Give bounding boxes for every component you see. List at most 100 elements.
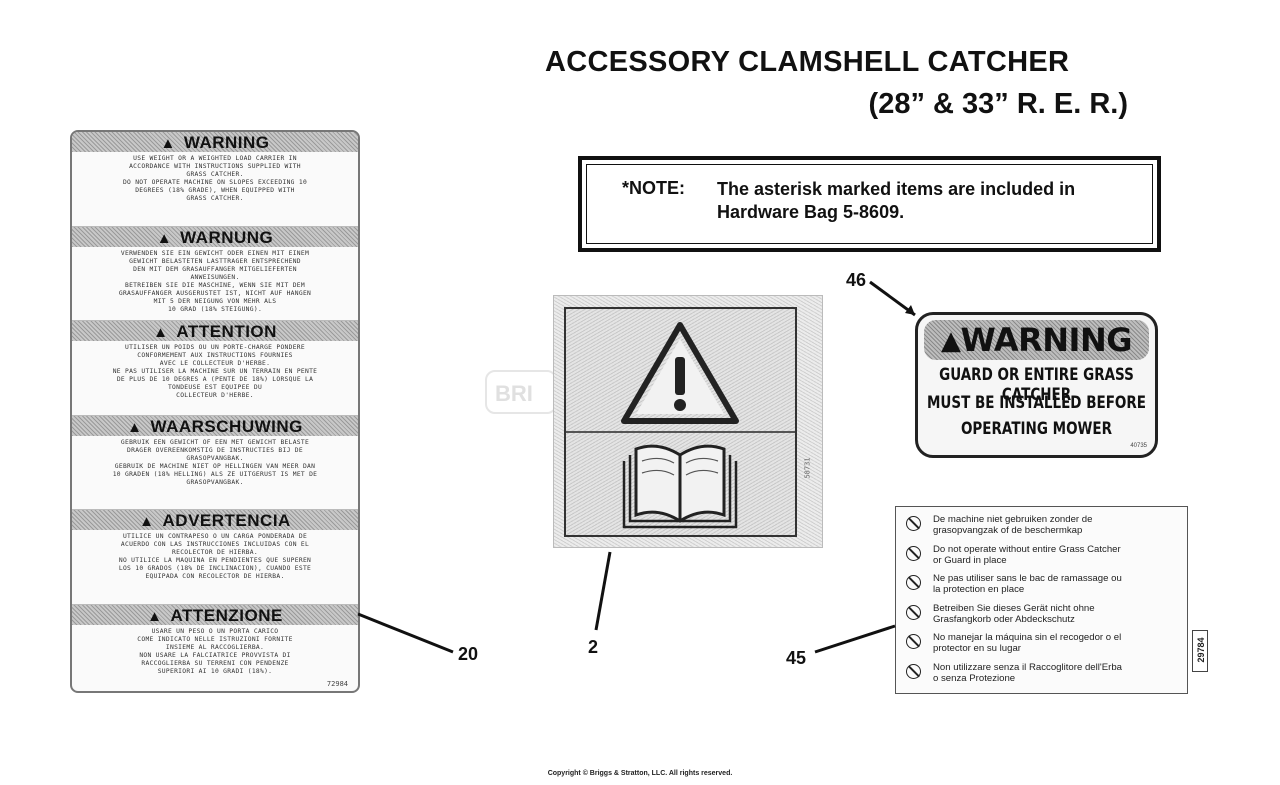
decal-20-body-line: GRASOPVANGBAK. <box>186 478 244 486</box>
decal-45-row-line1: Ne pas utiliser sans le bac de ramassage… <box>933 573 1122 584</box>
decal-2-pictogram[interactable]: 58731 <box>553 295 823 548</box>
decal-20-body-line: DEGREES (18% GRADE), WHEN EQUIPPED WITH <box>135 187 295 194</box>
decal-20-body-line: COME INDICATO NELLE ISTRUZIONI FORNITE <box>137 635 293 643</box>
decal-45-row-text: Do not operate without entire Grass Catc… <box>933 544 1183 566</box>
callout-45[interactable]: 45 <box>786 648 807 668</box>
briggs-watermark-logo: BRI <box>485 370 557 414</box>
decal-45-row-line1: Betreiben Sie dieses Gerät nicht ohne <box>933 602 1095 614</box>
decal-20-section: ▲WARNUNG VERWENDEN SIE EIN GEWICHT ODER E… <box>72 226 358 321</box>
decal-20-body-line: SUPERIORI AI 10 GRADI (18%). <box>157 667 273 675</box>
copyright-footer: Copyright © Briggs & Stratton, LLC. All … <box>547 770 733 777</box>
warning-triangle-icon: ▲ <box>139 513 155 530</box>
decal-20-body-line: UTILISER UN POIDS OU UN PORTE-CHARGE PON… <box>124 344 305 351</box>
decal-20-section-heading: ▲WARNING <box>72 132 358 152</box>
decal-20-body-line: DEN MIT DEM GRASAUFFANGER MITGELIEFERTEN <box>133 265 297 273</box>
decal-45-row-line1: Non utilizzare senza il Raccoglitore del… <box>933 661 1122 673</box>
decal-20-body-line: 10 GRAD (18% STEIGUNG). <box>167 305 263 313</box>
decal-45-row: Do not operate without entire Grass Catc… <box>906 544 1181 574</box>
leader-line-20 <box>357 612 454 654</box>
decal-20-body-line: DRAGER OVEREENKOMSTIG DE INSTRUCTIES BIJ… <box>127 446 303 454</box>
page-title: ACCESSORY CLAMSHELL CATCHER <box>545 46 1070 78</box>
decal-20-body-line: INSIEME AL RACCOGLIERBA. <box>165 643 265 651</box>
decal-46-part-id: 40735 <box>1130 443 1147 449</box>
decal-20-section-body: UTILICE UN CONTRAPESO O UN CARGA PONDERA… <box>72 530 358 581</box>
decal-20-body-line: GRASS CATCHER. <box>186 171 244 178</box>
decal-20-section-heading: ▲ ATTENTION <box>72 321 358 341</box>
leader-line-46 <box>869 280 916 317</box>
decal-20-heading-text: ATTENZIONE <box>170 605 283 625</box>
decal-45-row-line2: Grasfangkorb oder Abdeckschutz <box>933 613 1075 625</box>
decal-45-row-line2: or Guard in place <box>933 554 1007 566</box>
decal-20-section-heading: ▲ ATTENZIONE <box>72 604 358 625</box>
decal-20-section-heading: ▲WARNUNG <box>72 226 358 247</box>
decal-20-body-line: COLLECTEUR D'HERBE. <box>176 392 254 399</box>
callout-2[interactable]: 2 <box>588 637 599 657</box>
decal-20-body-line: RACCOGLIERBA SU TERRENI CON PENDENZE <box>141 659 289 667</box>
decal-20-body-line: GEBRUIK DE MACHINE NIET OP HELLINGEN VAN… <box>114 462 316 470</box>
note-label: *NOTE: <box>622 178 685 198</box>
decal-20-body-line: NE PAS UTILISER LA MACHINE SUR UN TERRAI… <box>112 368 318 375</box>
decal-45-row: No manejar la máquina sin el recogedor o… <box>906 632 1181 662</box>
read-manual-book-icon <box>622 444 738 529</box>
decal-20-heading-text: WARNING <box>183 133 270 152</box>
decal-20-body-line: NO UTILICE LA MAQUINA EN PENDIENTES QUE … <box>118 557 312 564</box>
decal-20-section-body: GEBRUIK EEN GEWICHT OF EEN MET GEWICHT B… <box>72 436 358 487</box>
decal-46-warning[interactable]: ▲WARNING GUARD OR ENTIRE GRASS CATCHER M… <box>915 312 1158 458</box>
decal-20-part-id: 72984 <box>326 680 348 688</box>
decal-20-heading-text: ADVERTENCIA <box>162 511 291 530</box>
decal-20-heading-text: WAARSCHUWING <box>150 416 303 436</box>
decal-45-row: Non utilizzare senza il Raccoglitore del… <box>906 662 1181 692</box>
decal-45-row-line2: o senza Protezione <box>933 672 1016 684</box>
decal-20-body-line: GEBRUIK EEN GEWICHT OF EEN MET GEWICHT B… <box>120 438 310 446</box>
decal-20-body-line: NON USARE LA FALCIATRICE PROVVISTA DI <box>139 651 291 659</box>
decal-20-body-line: DE PLUS DE 10 DEGRES A (PENTE DE 18%) LO… <box>116 376 314 383</box>
decal-20-body-line: GEWICHT BELASTETEN LASTTRAGER ENTSPRECHE… <box>129 257 301 265</box>
decal-20-body-line: TONDEUSE EST EQUIPEE DU <box>167 384 263 391</box>
decal-20-body-line: VERWENDEN SIE EIN GEWICHT ODER EINEN MIT… <box>120 249 310 257</box>
callout-46[interactable]: 46 <box>846 270 867 290</box>
warning-triangle-icon: ▲ <box>127 418 143 436</box>
prohibited-icon <box>906 634 921 649</box>
decal-20-body-line: RECOLECTOR DE HIERBA. <box>172 549 258 556</box>
decal-45-row-line2: protector en su lugar <box>933 643 1021 654</box>
decal-45-row-text: Non utilizzare senza il Raccoglitore del… <box>933 662 1183 684</box>
decal-45-part-id-tag: 29784 <box>1192 630 1208 672</box>
decal-45-row: Ne pas utiliser sans le bac de ramassage… <box>906 573 1181 603</box>
decal-20-body-line: 10 GRADEN (18% HELLING) ALS ZE UITGERUST… <box>112 470 318 478</box>
decal-46-line-2: MUST BE INSTALLED BEFORE <box>926 393 1147 413</box>
page-subtitle: (28” & 33” R. E. R.) <box>868 88 1128 120</box>
decal-45-row-line2: grasopvangzak of de beschermkap <box>933 525 1083 536</box>
decal-20-body-line: ANWEISUNGEN. <box>190 273 240 281</box>
decal-45-row-line1: No manejar la máquina sin el recogedor o… <box>933 632 1122 643</box>
decal-20-body-line: BETREIBEN SIE DIE MASCHINE, WENN SIE MIT… <box>124 281 305 289</box>
decal-20-body-line: CONFORMEMENT AUX INSTRUCTIONS FOURNIES <box>137 352 293 359</box>
decal-20-section: ▲ WAARSCHUWING GEBRUIK EEN GEWICHT OF EEN … <box>72 415 358 510</box>
decal-20-body-line: GRASS CATCHER. <box>186 195 244 202</box>
decal-20-body-line: AVEC LE COLLECTEUR D'HERBE. <box>159 360 271 367</box>
note-box: *NOTE: The asterisk marked items are inc… <box>578 156 1161 252</box>
decal-20-heading-text: ATTENTION <box>176 322 277 341</box>
decal-45-row-line1: De machine niet gebruiken zonder de <box>933 514 1093 525</box>
warning-triangle-icon: ▲ <box>153 324 169 341</box>
note-text-line-2: Hardware Bag 5-8609. <box>717 202 905 222</box>
decal-20-body-line: USARE UN PESO O UN PORTA CARICO <box>151 627 279 635</box>
decal-20-body-line: ACUERDO CON LAS INSTRUCCIONES INCLUIDAS … <box>120 541 310 548</box>
decal-20-body-line: MIT 5 DER NEIGUNG VON MEHR ALS <box>153 297 277 305</box>
decal-20-section: ▲ ATTENTION UTILISER UN POIDS OU UN PORTE-… <box>72 321 358 416</box>
decal-46-heading: ▲WARNING <box>924 320 1149 360</box>
decal-2-frame <box>564 307 797 537</box>
warning-triangle-icon: ▲ <box>147 607 163 625</box>
decal-20-body-line: USE WEIGHT OR A WEIGHTED LOAD CARRIER IN <box>133 155 297 162</box>
callout-20[interactable]: 20 <box>458 644 479 664</box>
decal-45-row-line2: la protection en place <box>933 584 1025 595</box>
leader-line-2 <box>594 551 612 631</box>
